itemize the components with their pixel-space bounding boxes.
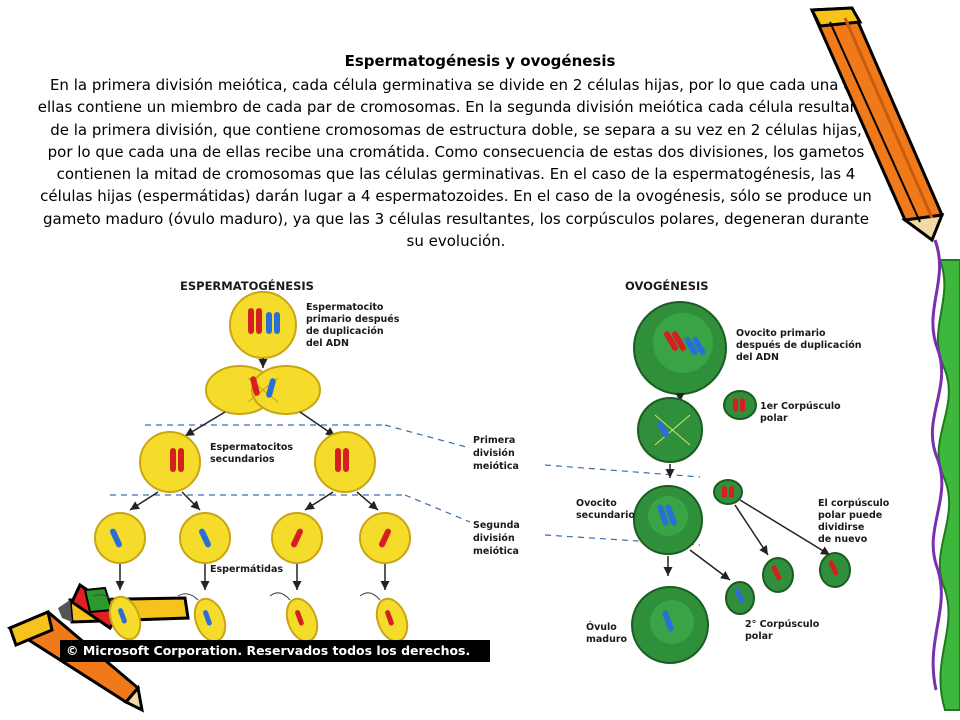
polar-body-small-3 bbox=[725, 581, 755, 615]
spermatocytes-secondary-label-2: secundarios bbox=[210, 454, 275, 465]
spermatid-cell-1 bbox=[94, 512, 146, 564]
first-polar-body-label-1: 1er Corpúsculo bbox=[760, 401, 841, 412]
spermatocyte-primary-label-4: del ADN bbox=[306, 338, 349, 349]
polar-may-divide-label-1: El corpúsculo bbox=[818, 498, 890, 509]
spermatocyte-primary-label-2: primario después bbox=[306, 314, 400, 325]
mature-ovum-cell bbox=[631, 586, 709, 664]
first-polar-body-label-2: polar bbox=[760, 413, 788, 424]
spermatocyte-primary-cell bbox=[229, 291, 297, 359]
spermatozoon-3 bbox=[269, 592, 319, 643]
second-division-label-2: división bbox=[473, 533, 515, 544]
oogenesis-heading: OVOGÉNESIS bbox=[625, 278, 709, 293]
polar-may-divide-label-3: dividirse bbox=[818, 522, 864, 533]
spermatocyte-secondary-cell-right bbox=[314, 431, 376, 493]
pencil-top-right-icon bbox=[809, 6, 945, 243]
oocyte-secondary-cell bbox=[633, 479, 743, 555]
spermatogenesis-heading: ESPERMATOGÉNESIS bbox=[180, 278, 314, 293]
slide-title: Espermatogénesis y ovogénesis bbox=[344, 52, 616, 70]
mature-ovum-label-2: maduro bbox=[586, 634, 628, 645]
oocyte-primary-label-3: del ADN bbox=[736, 352, 779, 363]
polar-body-small-1 bbox=[762, 557, 794, 593]
second-division-label-1: Segunda bbox=[473, 520, 520, 531]
first-division-label-3: meiótica bbox=[473, 461, 519, 472]
spermatozoa bbox=[93, 592, 409, 643]
second-polar-body-label-1: 2° Corpúsculo bbox=[745, 619, 820, 630]
spermatid-cell-4 bbox=[359, 512, 411, 564]
first-division-label-1: Primera bbox=[473, 435, 515, 446]
oocyte-primary-label-2: después de duplicación bbox=[736, 340, 862, 351]
spermatid-cell-2 bbox=[179, 512, 231, 564]
copyright-bar: © Microsoft Corporation. Reservados todo… bbox=[60, 640, 490, 662]
polar-may-divide-label-4: de nuevo bbox=[818, 534, 868, 545]
spermatocytes-secondary-label-1: Espermatocitos bbox=[210, 442, 293, 453]
spermatid-cell-3 bbox=[271, 512, 323, 564]
spermatocyte-secondary-cell-left bbox=[139, 431, 201, 493]
mature-ovum-label-1: Óvulo bbox=[586, 621, 617, 633]
oocyte-secondary-label-1: Ovocito bbox=[576, 498, 617, 509]
spermatids-label: Espermátidas bbox=[210, 564, 283, 575]
second-division-label-3: meiótica bbox=[473, 546, 519, 557]
oocyte-secondary-label-2: secundario bbox=[576, 510, 635, 521]
spermatozoon-1 bbox=[93, 594, 142, 641]
spermatozoon-4 bbox=[359, 592, 409, 643]
green-wavy-bar-icon bbox=[930, 239, 960, 711]
oocyte-primary-label-1: Ovocito primario bbox=[736, 328, 826, 339]
spermatocyte-primary-label-3: de duplicación bbox=[306, 326, 384, 337]
division-dashed-lines bbox=[110, 424, 701, 546]
first-division-label-2: división bbox=[473, 448, 515, 459]
polar-body-small-2 bbox=[819, 552, 851, 588]
spermatocyte-dividing-cell bbox=[205, 365, 321, 415]
polar-may-divide-label-2: polar puede bbox=[818, 510, 882, 521]
oocyte-first-division-cell bbox=[637, 390, 757, 463]
oocyte-primary-cell bbox=[633, 301, 727, 395]
second-polar-body-label-2: polar bbox=[745, 631, 773, 642]
slide-paragraph: En la primera división meiótica, cada cé… bbox=[37, 76, 875, 251]
spermatocyte-primary-label-1: Espermatocito bbox=[306, 302, 384, 313]
